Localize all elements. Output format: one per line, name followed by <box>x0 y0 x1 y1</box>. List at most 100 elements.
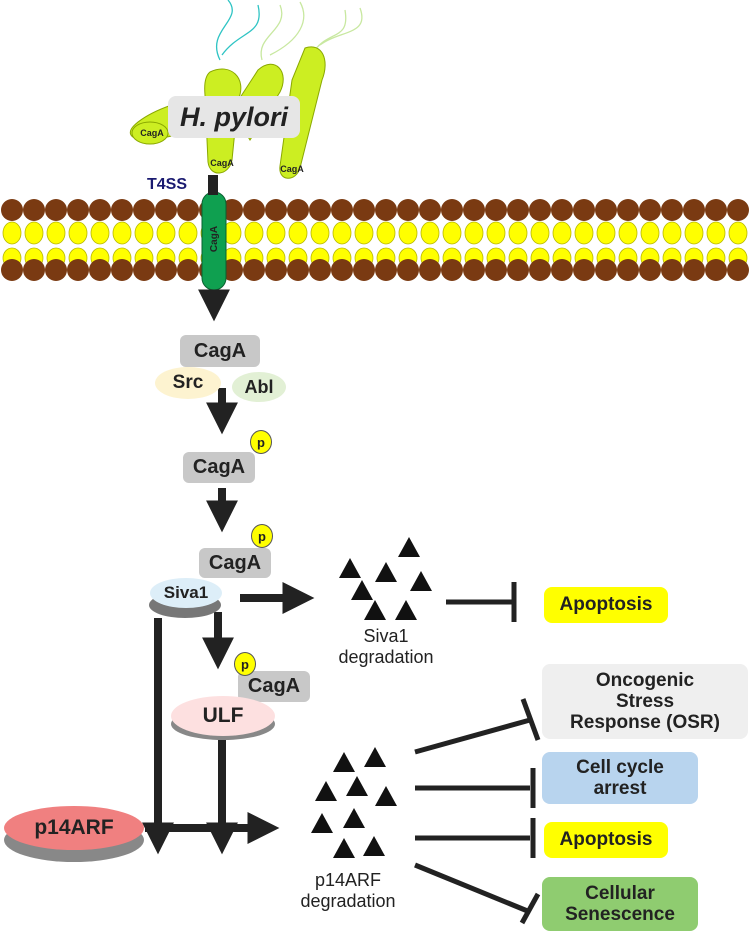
lipid-head <box>1 199 23 221</box>
lipid-head <box>89 259 111 281</box>
lipid-tail <box>112 221 132 245</box>
src-node: Src <box>155 367 221 399</box>
lipid-head <box>595 259 617 281</box>
lipid-head <box>529 199 551 221</box>
lipid-head <box>353 199 375 221</box>
lipid-head <box>617 259 639 281</box>
lipid-head <box>177 199 199 221</box>
arrows <box>142 289 315 855</box>
lipid-head <box>375 259 397 281</box>
p14arf-degradation-fragments <box>311 747 397 858</box>
lipid-head <box>463 259 485 281</box>
lipid-tail <box>684 221 704 245</box>
lipid-head <box>287 259 309 281</box>
lipid-tail <box>640 221 660 245</box>
lipid-tail <box>552 221 572 245</box>
t4ss-label: T4SS <box>146 176 187 193</box>
lipid-head <box>23 199 45 221</box>
siva1-degradation-fragments <box>339 537 432 620</box>
lipid-tail <box>662 221 682 245</box>
lipid-bilayer <box>1 199 749 281</box>
lipid-head <box>705 259 727 281</box>
lipid-head <box>89 199 111 221</box>
siva1-degradation-label: Siva1 degradation <box>338 626 434 667</box>
lipid-head <box>177 259 199 281</box>
lipid-head <box>45 199 67 221</box>
lipid-head <box>683 199 705 221</box>
phospho-marker-2: p <box>251 524 273 548</box>
cell-cycle-arrest-outcome: Cell cycle arrest <box>542 752 698 804</box>
apoptosis-outcome-top: Apoptosis <box>544 587 668 623</box>
lipid-tail <box>90 221 110 245</box>
lipid-head <box>375 199 397 221</box>
lipid-head <box>67 199 89 221</box>
cellular-senescence-outcome: Cellular Senescence <box>542 877 698 931</box>
lipid-head <box>639 259 661 281</box>
lipid-head <box>573 259 595 281</box>
lipid-head <box>287 199 309 221</box>
lipid-tail <box>574 221 594 245</box>
lipid-tail <box>398 221 418 245</box>
lipid-head <box>441 199 463 221</box>
lipid-tail <box>728 221 748 245</box>
lipid-head <box>243 259 265 281</box>
lipid-tail <box>68 221 88 245</box>
phospho-marker-3: p <box>234 652 256 676</box>
lipid-head <box>661 199 683 221</box>
lipid-head <box>507 199 529 221</box>
lipid-tail <box>530 221 550 245</box>
lipid-head <box>155 259 177 281</box>
lipid-head <box>397 199 419 221</box>
lipid-head <box>485 259 507 281</box>
lipid-head <box>705 199 727 221</box>
apoptosis-outcome-bottom: Apoptosis <box>544 822 668 858</box>
lipid-tail <box>618 221 638 245</box>
lipid-tail <box>156 221 176 245</box>
lipid-tail <box>244 221 264 245</box>
cagA-node-4: CagA <box>238 671 310 702</box>
lipid-head <box>45 259 67 281</box>
lipid-head <box>133 199 155 221</box>
lipid-tail <box>706 221 726 245</box>
lipid-head <box>529 259 551 281</box>
lipid-tail <box>134 221 154 245</box>
lipid-head <box>397 259 419 281</box>
lipid-head <box>595 199 617 221</box>
lipid-tail <box>178 221 198 245</box>
lipid-head <box>617 199 639 221</box>
osr-outcome: Oncogenic Stress Response (OSR) <box>542 664 748 739</box>
lipid-tail <box>24 221 44 245</box>
lipid-tail <box>46 221 66 245</box>
lipid-tail <box>508 221 528 245</box>
lipid-tail <box>354 221 374 245</box>
p14arf-degradation-label: p14ARF degradation <box>300 870 396 911</box>
phospho-marker-1: p <box>250 430 272 454</box>
lipid-head <box>155 199 177 221</box>
lipid-tail <box>420 221 440 245</box>
lipid-head <box>485 199 507 221</box>
bacterium-cagA-label-2: CagA <box>210 158 234 168</box>
bacterium-cagA-label-1: CagA <box>140 128 164 138</box>
channel-cagA-label: CagA <box>208 225 220 253</box>
lipid-head <box>67 259 89 281</box>
lipid-head <box>111 199 133 221</box>
lipid-head <box>727 259 749 281</box>
lipid-tail <box>486 221 506 245</box>
lipid-head <box>551 259 573 281</box>
lipid-tail <box>442 221 462 245</box>
abl-node: Abl <box>232 372 286 402</box>
cagA-node-1: CagA <box>180 335 260 367</box>
lipid-head <box>353 259 375 281</box>
cagA-node-2: CagA <box>183 452 255 483</box>
lipid-head <box>265 199 287 221</box>
lipid-head <box>441 259 463 281</box>
lipid-head <box>111 259 133 281</box>
lipid-tail <box>596 221 616 245</box>
lipid-tail <box>464 221 484 245</box>
lipid-head <box>133 259 155 281</box>
lipid-head <box>331 259 353 281</box>
cagA-node-3: CagA <box>199 548 271 578</box>
lipid-tail <box>2 221 22 245</box>
lipid-head <box>573 199 595 221</box>
